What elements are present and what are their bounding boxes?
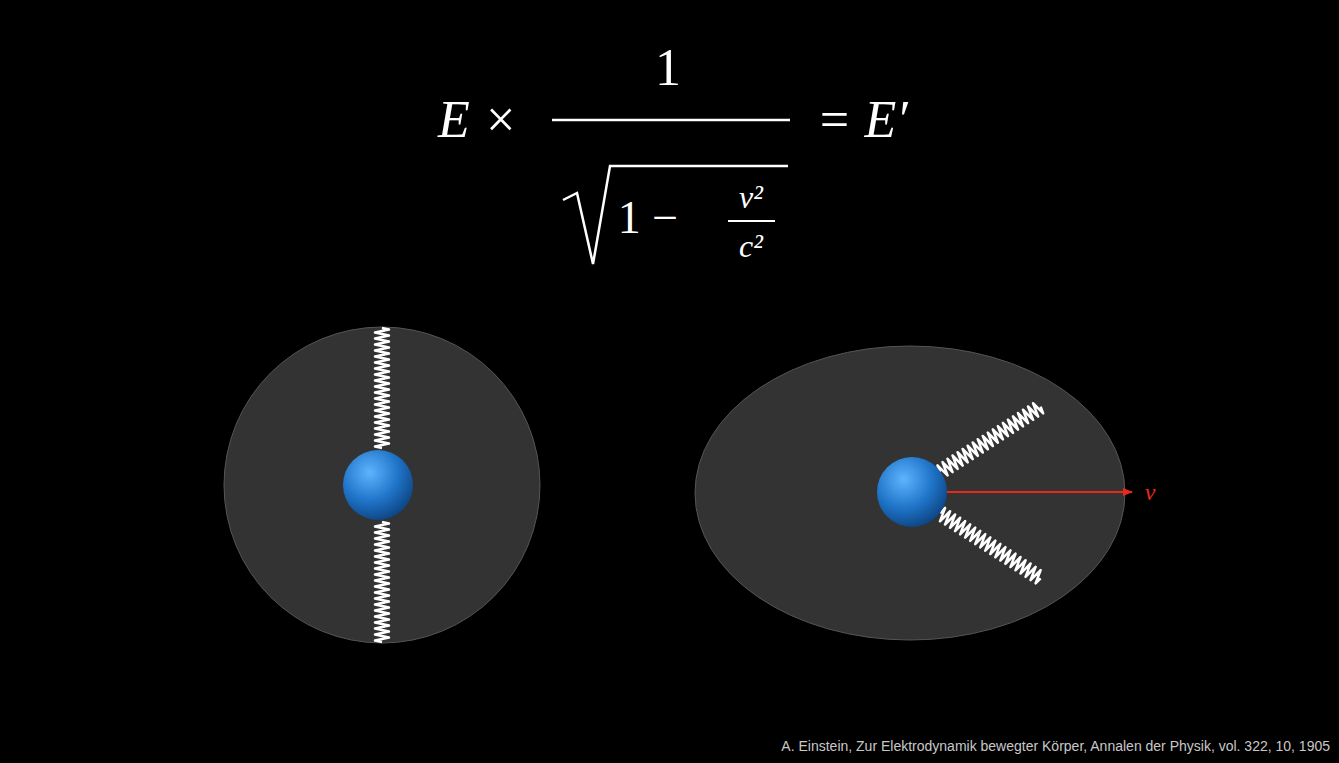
- wave: [936, 401, 1044, 478]
- velocity-label: v: [1145, 480, 1156, 504]
- rest-field: [224, 327, 540, 643]
- wave: [936, 507, 1044, 584]
- velocity-term: v²: [739, 181, 763, 213]
- wave: [375, 522, 389, 642]
- radicand-term: 1 −: [618, 195, 678, 241]
- inner-fraction-bar: [728, 220, 775, 222]
- wave: [375, 328, 389, 448]
- fraction-bar: [552, 119, 790, 122]
- equation-term: E ×: [438, 94, 518, 146]
- ball: [877, 457, 947, 527]
- light-speed-term: c²: [739, 230, 763, 262]
- numerator: 1: [655, 42, 681, 94]
- equation-result: = E′: [816, 94, 907, 146]
- citation: A. Einstein, Zur Elektrodynamik bewegter…: [781, 739, 1330, 753]
- radical-sign: [563, 166, 788, 264]
- velocity-arrow: [945, 491, 1132, 493]
- ball: [343, 450, 413, 520]
